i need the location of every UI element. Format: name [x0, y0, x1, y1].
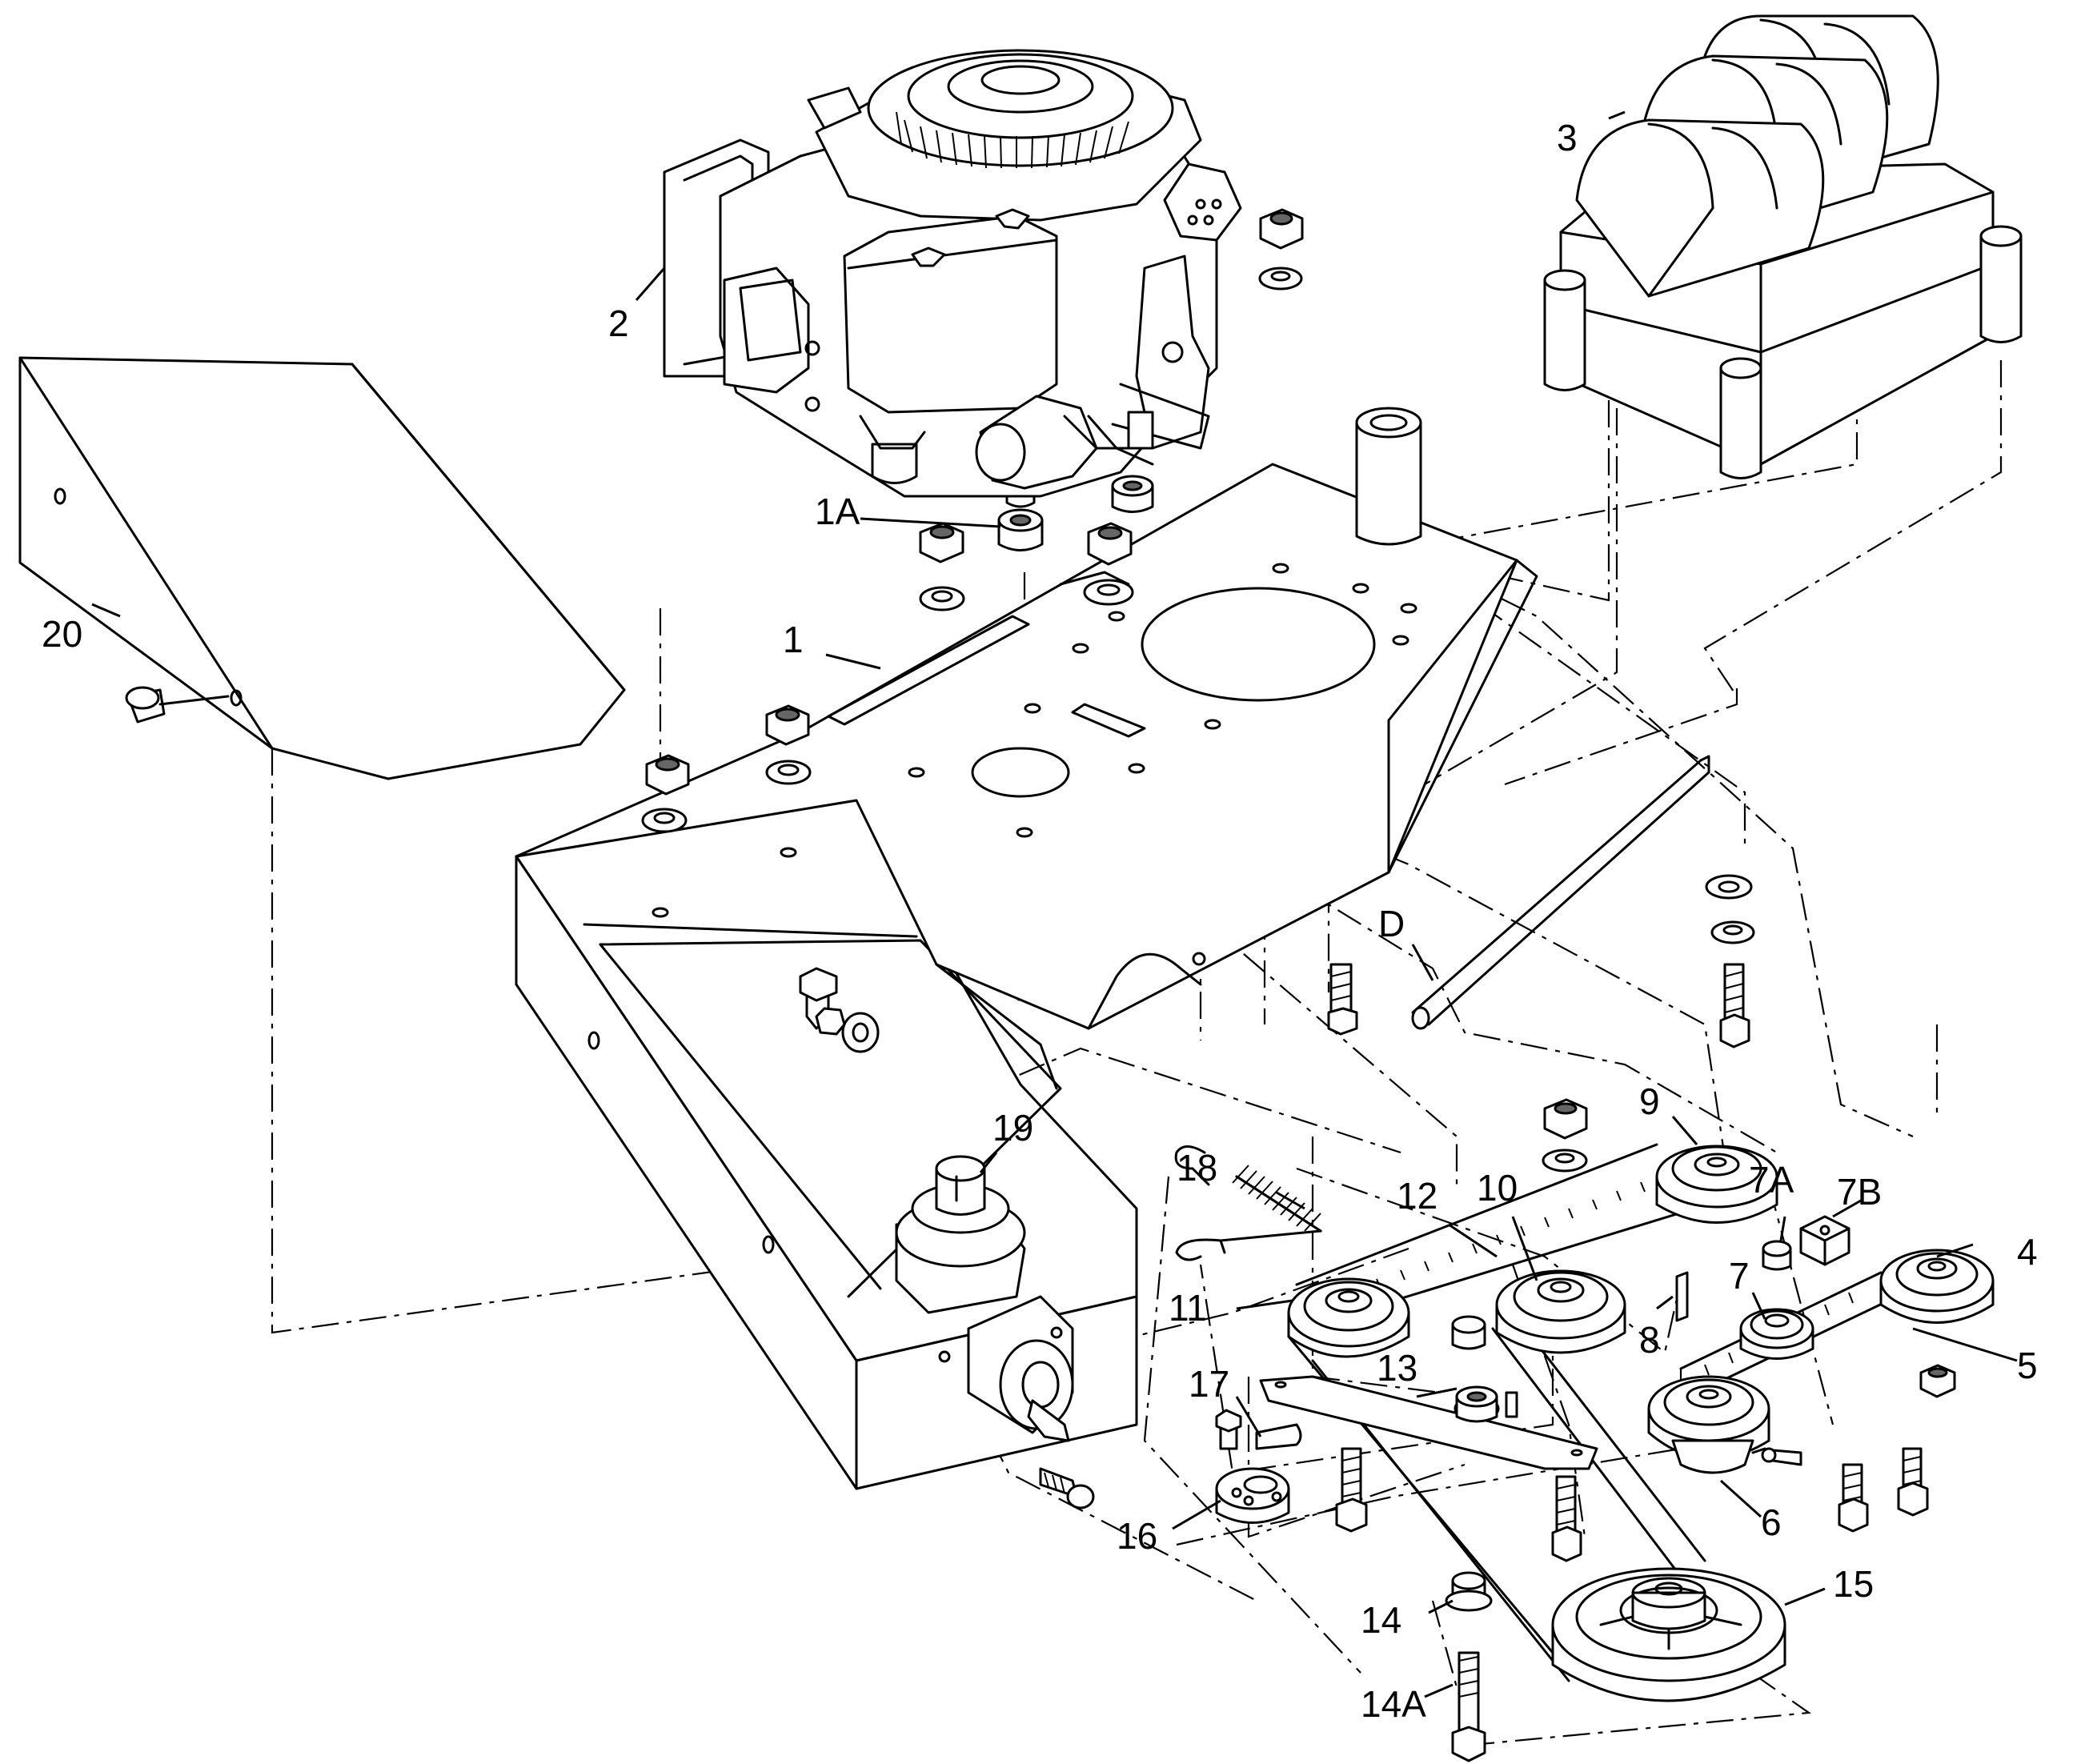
cap-screw: [1327, 963, 1358, 1036]
lock-washer: [919, 586, 965, 611]
part-19-gearbox: [895, 1155, 1026, 1314]
callout-7b: 7B: [1837, 1171, 1882, 1213]
callout-4: 4: [2017, 1231, 2038, 1273]
part-2-engine: [663, 49, 1242, 498]
lock-washer: [1710, 920, 1755, 944]
callout-20: 20: [42, 613, 82, 655]
hex-nut: [1543, 1098, 1588, 1140]
part-14a-bolt: [1451, 1651, 1486, 1762]
cap-screw: [1719, 963, 1750, 1048]
spacer: [1451, 1315, 1486, 1350]
callout-9: 9: [1639, 1080, 1660, 1122]
part-18-tension-spring: [1174, 1145, 1322, 1261]
output-shaft-motor: [938, 1295, 1095, 1509]
callout-7: 7: [1729, 1255, 1750, 1297]
part-11-pulley: [1287, 1277, 1410, 1358]
washer-small: [841, 1012, 880, 1053]
callout-12: 12: [1397, 1175, 1437, 1217]
nut-small: [815, 1007, 846, 1036]
callout-d: D: [1378, 903, 1405, 944]
part-13-idler-arm: [1259, 1375, 1598, 1470]
callout-2: 2: [608, 303, 629, 344]
bolt: [1897, 1447, 1929, 1517]
callout-14: 14: [1361, 1599, 1401, 1641]
callout-10: 10: [1477, 1167, 1518, 1209]
part-6-pulley: [1647, 1375, 1802, 1474]
lock-washer: [641, 808, 688, 833]
part-3-weight-block: [1543, 14, 2023, 479]
part-16-hub: [1215, 1467, 1290, 1524]
part-10-pulley: [1495, 1269, 1626, 1354]
callout-3: 3: [1557, 117, 1578, 158]
callout-7a: 7A: [1749, 1159, 1794, 1201]
part-15-large-pulley: [1551, 1567, 1786, 1702]
lock-washer: [1542, 1149, 1588, 1173]
bolt: [1551, 1475, 1582, 1562]
lower-fasteners: [1335, 1098, 1956, 1762]
callout-11: 11: [1169, 1287, 1207, 1329]
hub-small-screw: [1215, 1409, 1242, 1450]
callout-6: 6: [1761, 1501, 1782, 1543]
part-14-bushing: [1445, 1571, 1493, 1612]
part-4-pulley: [1879, 1249, 1995, 1324]
callout-17: 17: [1189, 1363, 1229, 1405]
callout-5: 5: [2017, 1345, 2038, 1386]
callout-16: 16: [1117, 1515, 1157, 1557]
callout-18: 18: [1177, 1147, 1217, 1189]
bolt: [1838, 1463, 1869, 1533]
hex-nut: [1087, 522, 1133, 566]
part-8-key: [1675, 1271, 1689, 1322]
lock-washer: [1083, 579, 1134, 606]
callout-labels: 1 1A 2 3 4 5 6 7 7A 7B 8 9 10 11 12 13 1…: [42, 117, 2038, 1725]
hex-nut: [919, 522, 964, 563]
part-7a-bushing: [1762, 1240, 1792, 1271]
leader-lines: [91, 110, 2018, 1698]
hex-nut: [765, 704, 810, 746]
part-d-rod: [1411, 755, 1710, 1030]
bolt: [1335, 1447, 1368, 1533]
part-17-key: [1255, 1423, 1302, 1450]
callout-1a: 1A: [815, 491, 860, 532]
callout-19: 19: [992, 1107, 1033, 1149]
lock-washer: [765, 760, 812, 785]
flat-washer: [1705, 874, 1753, 900]
part-20-guard-panel: [18, 356, 626, 780]
hex-nut: [645, 754, 690, 796]
callout-1: 1: [783, 619, 804, 660]
callout-13: 13: [1377, 1347, 1417, 1389]
callout-8: 8: [1639, 1319, 1660, 1361]
guard-screw: [125, 686, 230, 724]
spacer-1a: [997, 508, 1044, 551]
part-7b-block: [1799, 1215, 1850, 1266]
hex-nut: [1919, 1364, 1956, 1398]
shaft-screw: [1039, 1467, 1095, 1509]
part-9-pulley: [1655, 1145, 1778, 1224]
callout-14a: 14A: [1361, 1683, 1426, 1725]
part-7-pulley: [1739, 1308, 1814, 1360]
callout-15: 15: [1833, 1563, 1874, 1605]
engine-top-nut-washer: [1258, 208, 1304, 291]
set-screw: [1761, 1447, 1802, 1466]
spacer: [1111, 475, 1154, 513]
